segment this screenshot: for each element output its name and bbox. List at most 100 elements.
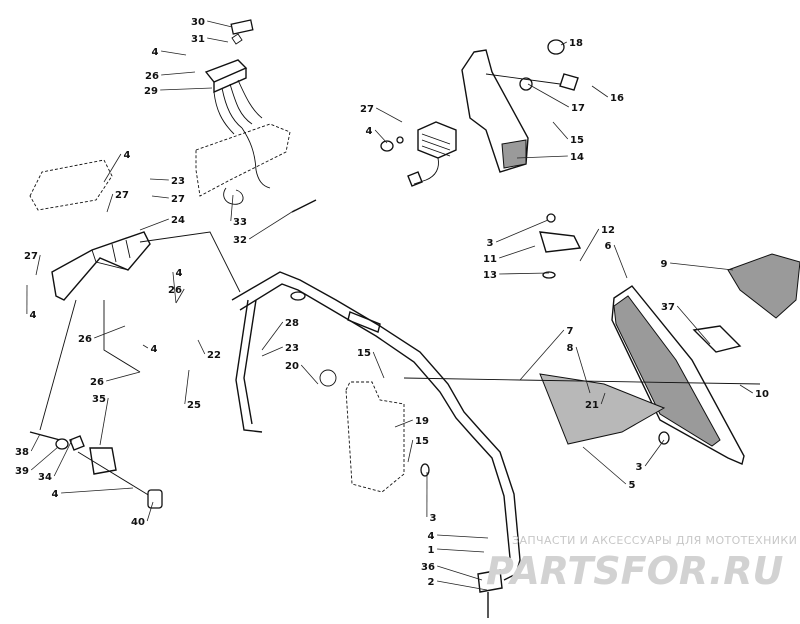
callout-c4f: 4 [142, 344, 158, 355]
callout-number: 6 [605, 241, 612, 252]
callout-c3b: 3 [636, 439, 665, 473]
callout-number: 27 [24, 251, 38, 262]
callout-c3c: 3 [426, 471, 437, 524]
callout-number: 17 [571, 103, 585, 114]
callout-number: 4 [152, 47, 159, 58]
leader-line [30, 446, 59, 471]
leader-line [579, 228, 600, 262]
callout-number: 1 [428, 545, 435, 556]
callout-c4g: 4 [52, 487, 134, 500]
callout-number: 3 [430, 513, 437, 524]
callout-c2: 2 [428, 577, 488, 591]
callout-number: 32 [233, 235, 247, 246]
callout-number: 4 [428, 531, 435, 542]
wiring-harness [204, 19, 271, 189]
callout-c16: 16 [591, 85, 624, 104]
callout-c3a: 3 [487, 219, 549, 249]
leader-line [437, 534, 489, 539]
callout-c35: 35 [92, 394, 109, 446]
callout-c36: 36 [421, 562, 483, 581]
callout-c38: 38 [15, 433, 41, 458]
callout-c33: 33 [230, 194, 247, 228]
leader-line [437, 565, 483, 581]
callout-c4b: 4 [366, 126, 388, 144]
leader-line [560, 41, 567, 46]
callout-number: 14 [570, 152, 584, 163]
leader-line [372, 351, 385, 379]
leader-line [230, 194, 234, 222]
leader-line [106, 193, 114, 213]
callout-number: 30 [191, 17, 205, 28]
leader-line [207, 20, 233, 28]
callout-c11: 11 [483, 245, 536, 265]
callout-c30: 30 [191, 17, 233, 28]
callout-c4d: 4 [172, 268, 183, 304]
callout-number: 10 [755, 389, 769, 400]
leader-line [149, 178, 169, 181]
callout-c1: 1 [428, 545, 485, 556]
callout-number: 25 [187, 400, 201, 411]
callout-number: 11 [483, 254, 497, 265]
callout-number: 26 [90, 377, 104, 388]
callout-number: 8 [567, 343, 574, 354]
callout-c28: 28 [261, 318, 299, 351]
callout-c27a: 27 [360, 104, 403, 123]
callout-c31: 31 [191, 34, 229, 45]
callout-c23b: 23 [261, 343, 299, 357]
leader-line [106, 371, 141, 382]
callout-number: 4 [124, 150, 131, 161]
callout-c14: 14 [516, 152, 584, 163]
leader-line [139, 218, 169, 231]
leader-line [61, 487, 134, 494]
callout-number: 13 [483, 270, 497, 281]
bracket-14 [461, 39, 579, 173]
leader-line [516, 155, 568, 159]
callout-c27c: 27 [151, 194, 185, 205]
callout-number: 4 [30, 310, 37, 321]
callout-c20: 20 [285, 361, 319, 385]
callout-number: 26 [78, 334, 92, 345]
leader-line [676, 305, 711, 345]
callout-c39: 39 [15, 446, 59, 477]
leader-line [161, 50, 187, 56]
callout-number: 20 [285, 361, 299, 372]
leader-line [739, 384, 754, 394]
regulator [380, 121, 457, 187]
leader-line [495, 219, 549, 243]
leader-line [499, 245, 536, 259]
callout-c5: 5 [582, 446, 636, 491]
callout-number: 31 [191, 34, 205, 45]
callout-number: 39 [15, 466, 29, 477]
callout-number: 23 [171, 176, 185, 187]
callout-c19: 19 [394, 416, 429, 428]
callout-c25: 25 [184, 369, 201, 411]
callout-number: 4 [52, 489, 59, 500]
leader-line [527, 83, 569, 108]
watermark-tagline: ЗАПЧАСТИ И АКСЕССУАРЫ ДЛЯ МОТОТЕХНИКИ [512, 534, 797, 547]
callout-number: 3 [636, 462, 643, 473]
watermark: ЗАПЧАСТИ И АКСЕССУАРЫ ДЛЯ МОТОТЕХНИКИ PA… [486, 534, 797, 593]
callout-c15a: 15 [552, 121, 584, 146]
leader-line [172, 271, 177, 304]
callout-c26c: 26 [78, 325, 126, 345]
callout-number: 21 [585, 400, 599, 411]
callout-number: 27 [115, 190, 129, 201]
callout-number: 4 [366, 126, 373, 137]
callout-c4c: 4 [103, 150, 131, 183]
callout-c9: 9 [661, 259, 734, 271]
leader-line [300, 364, 319, 385]
leader-line [175, 288, 185, 304]
leader-line [374, 129, 388, 144]
callout-c22: 22 [197, 339, 221, 361]
callout-number: 22 [207, 350, 221, 361]
callout-c27d: 27 [24, 251, 41, 276]
callout-number: 24 [171, 215, 185, 226]
leader-line [376, 107, 403, 123]
callout-c26a: 26 [145, 71, 196, 82]
callout-c29: 29 [144, 86, 213, 97]
leader-line [644, 439, 665, 467]
leader-line [552, 121, 569, 140]
callout-c27b: 27 [106, 190, 129, 213]
